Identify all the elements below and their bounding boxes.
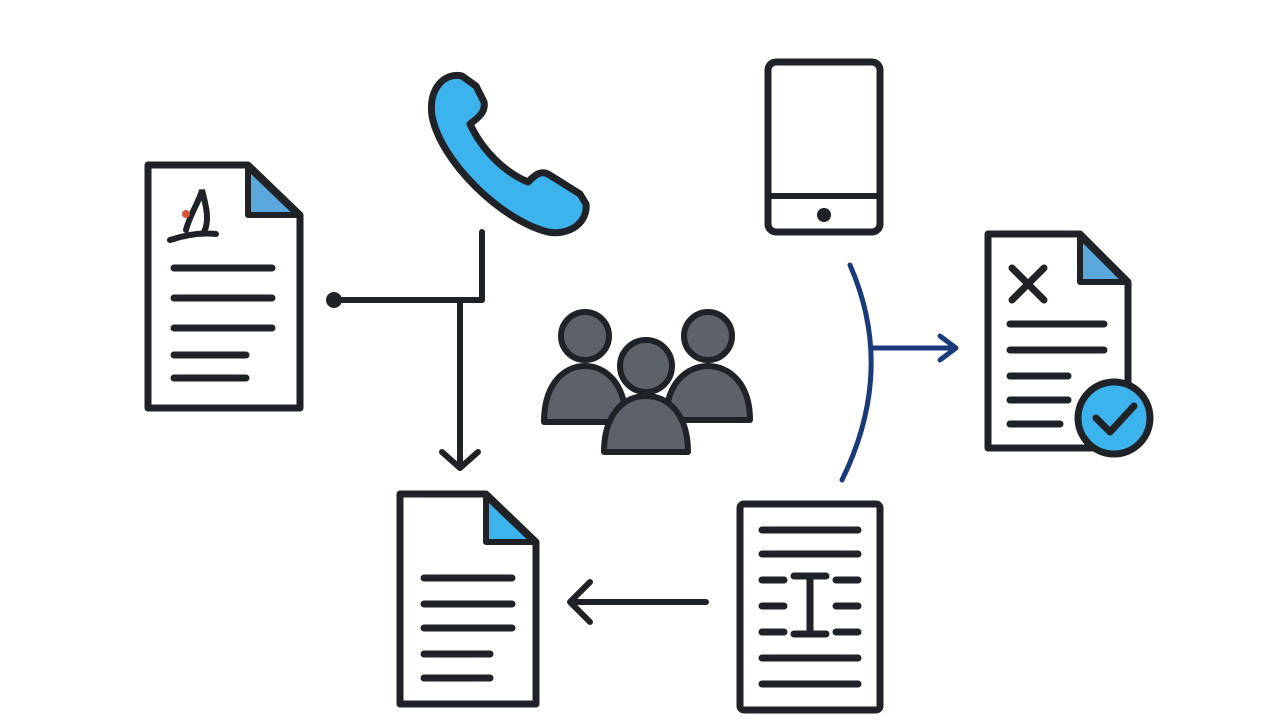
- tablet-device-icon: [764, 58, 884, 236]
- text-document-icon: [736, 500, 884, 714]
- check-circle-icon: [1074, 378, 1154, 458]
- people-group-icon: [541, 309, 753, 455]
- connector-text-to-draft: [567, 579, 709, 625]
- connector-tablet-to-approved: [839, 262, 959, 483]
- phone-handset-icon: [427, 71, 590, 237]
- document-icon: [396, 490, 540, 708]
- signed-document-icon: [144, 161, 304, 412]
- connector-signed-to-draft: [326, 229, 485, 471]
- document-approved-icon: [984, 230, 1154, 458]
